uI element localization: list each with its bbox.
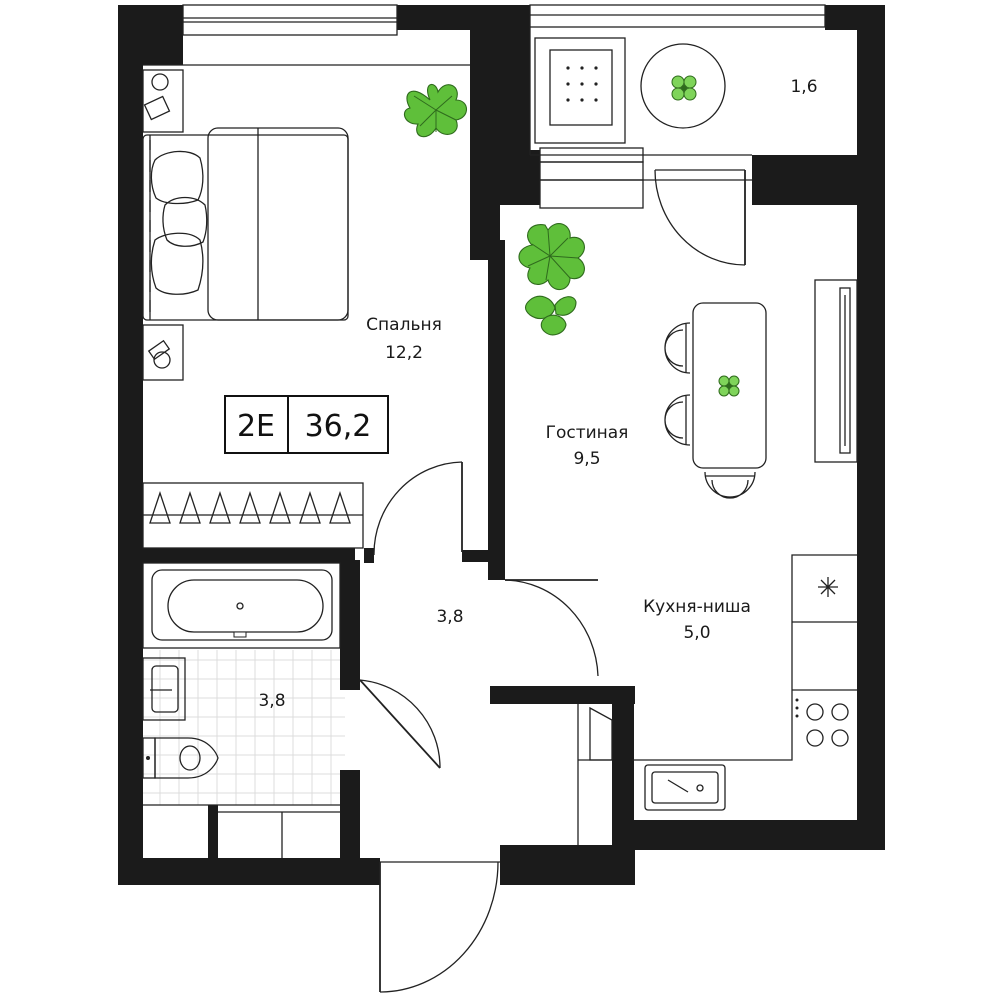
utility-closet: [143, 804, 340, 858]
window-balcony: [529, 4, 826, 28]
bathroom: 3,8: [142, 562, 341, 858]
bed-icon: [142, 127, 349, 321]
tv-unit-icon: [814, 279, 858, 463]
kitchen: Кухня-ниша 5,0: [577, 554, 857, 845]
balcony-area: 1,6: [790, 77, 817, 97]
nightstand-bottom: [142, 324, 184, 381]
dining-table-icon: [664, 302, 767, 499]
hall-area: 3,8: [436, 607, 463, 627]
fridge-icon: [818, 577, 838, 597]
plant-living-icon: [518, 223, 585, 336]
entrance-door[interactable]: [379, 861, 500, 993]
armchair-icon: [534, 37, 626, 144]
bedroom-door[interactable]: [373, 461, 463, 556]
nightstand-top: [142, 69, 184, 133]
bathroom-area: 3,8: [258, 691, 285, 711]
plan-type: 2E: [237, 409, 275, 444]
bedroom-name: Спальня: [366, 315, 442, 335]
round-table-icon: [640, 43, 726, 129]
balcony-door[interactable]: [539, 147, 752, 209]
plant-bedroom-icon: [403, 83, 468, 138]
sink-icon: [644, 764, 726, 811]
cooktop-icon: [795, 698, 849, 747]
living-area: 9,5: [573, 449, 600, 469]
bathroom-door[interactable]: [359, 679, 441, 769]
living-door-swing[interactable]: [654, 169, 746, 266]
plan-total-area: 36,2: [305, 409, 372, 444]
storage-niche: [577, 704, 613, 845]
bedroom: Спальня 12,2: [142, 64, 470, 549]
wardrobe-icon: [142, 482, 364, 549]
bedroom-area: 12,2: [385, 343, 423, 363]
kitchen-area: 5,0: [683, 623, 710, 643]
hall: 3,8: [359, 579, 599, 993]
kitchen-name: Кухня-ниша: [643, 597, 751, 617]
bathroom-tiles: [143, 650, 345, 805]
washbasin-icon: [142, 657, 186, 721]
living-room: Гостиная 9,5: [518, 223, 858, 499]
walls: [118, 5, 885, 885]
balcony: 1,6: [529, 27, 818, 156]
plan-badge: 2E 36,2: [224, 395, 389, 454]
living-name: Гостиная: [546, 423, 629, 443]
bathtub-icon: [151, 569, 333, 641]
window-bedroom: [182, 4, 398, 36]
hall-living-door[interactable]: [504, 579, 599, 677]
toilet-icon: [142, 737, 219, 779]
